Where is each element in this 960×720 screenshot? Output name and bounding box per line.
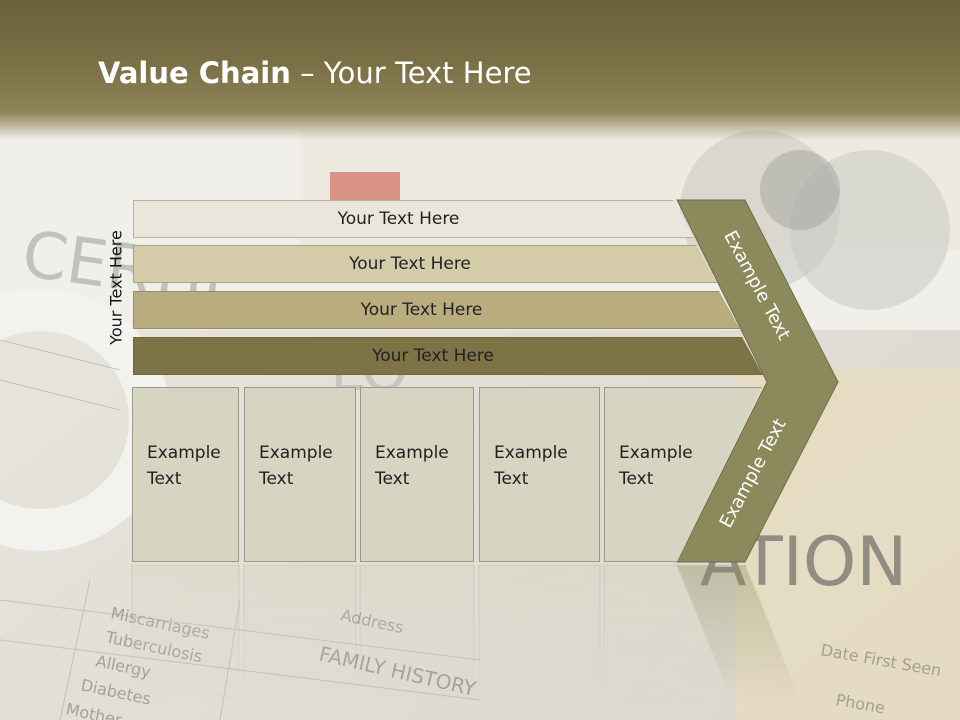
box-1-line2: Text [147, 469, 182, 489]
box-3-line2: Text [375, 469, 410, 489]
bar-2-label: Your Text Here [349, 254, 471, 274]
bar-1-label: Your Text Here [337, 209, 460, 229]
bar-4-label: Your Text Here [372, 346, 494, 366]
box-3-line1: Example [375, 443, 449, 463]
slide-title: Value Chain – Your Text Here [98, 56, 532, 90]
box-5-line2: Text [619, 469, 654, 489]
box-2-line2: Text [259, 469, 294, 489]
box-5-line1: Example [619, 443, 693, 463]
bar-3: Your Text Here [133, 291, 740, 329]
bar-2: Your Text Here [133, 245, 717, 283]
box-1-line1: Example [147, 443, 221, 463]
box-4-line1: Example [494, 443, 568, 463]
box-4-line2: Text [494, 469, 529, 489]
bar-3-label: Your Text Here [360, 300, 483, 320]
title-bold: Value Chain [98, 56, 291, 90]
title-band [0, 0, 960, 140]
bar-4: Your Text Here [133, 337, 763, 375]
chevron-arrow [676, 199, 839, 563]
bar-1: Your Text Here [133, 200, 694, 238]
box-2-line1: Example [259, 443, 333, 463]
title-rest: – Your Text Here [290, 56, 532, 90]
